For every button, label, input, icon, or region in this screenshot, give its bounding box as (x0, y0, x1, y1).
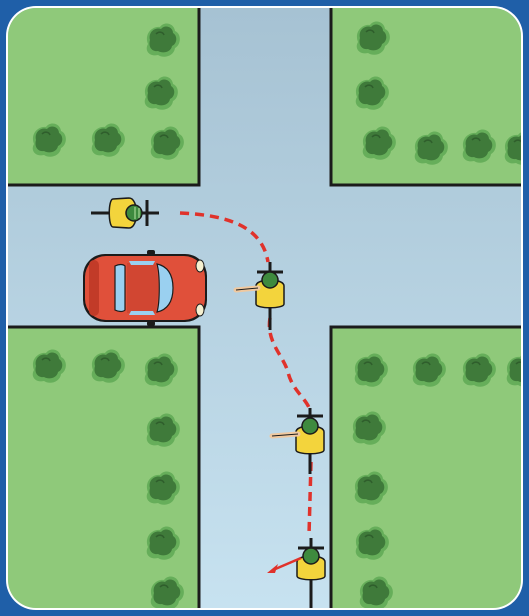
car-topview-icon (83, 250, 207, 326)
